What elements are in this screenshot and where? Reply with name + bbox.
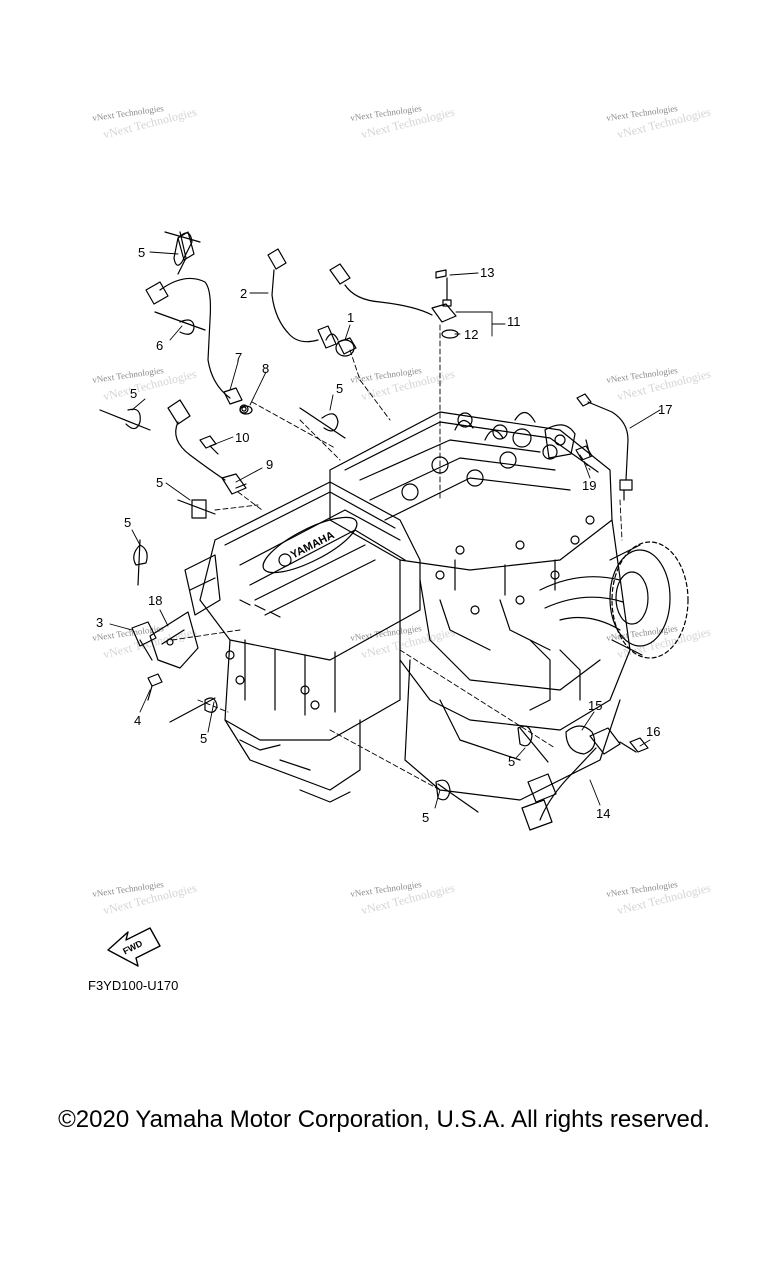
intake-manifold: [184, 481, 421, 803]
callout-18: 18: [148, 593, 162, 608]
part-11-sensor-assembly: [329, 263, 459, 339]
part-3-sensor: [131, 621, 157, 661]
callout-9: 9: [266, 457, 273, 472]
cable-tie: [154, 311, 206, 335]
cable-tie: [177, 499, 216, 519]
cable-tie: [299, 407, 346, 439]
callout-15: 15: [588, 698, 602, 713]
part-2-sensor-lead: [267, 248, 339, 349]
callout-14: 14: [596, 806, 610, 821]
callout-10: 10: [235, 430, 249, 445]
callout-6: 6: [156, 338, 163, 353]
callout-17: 17: [658, 402, 672, 417]
part-10-bolt: [199, 435, 219, 455]
callout-5: 5: [138, 245, 145, 260]
callout-5: 5: [156, 475, 163, 490]
callout-5: 5: [200, 731, 207, 746]
part-4-bolt: [147, 673, 163, 701]
part-15-o-ring: [565, 725, 596, 755]
callout-leaders: [109, 251, 661, 809]
callout-7: 7: [235, 350, 242, 365]
copyright-notice: ©2020 Yamaha Motor Corporation, U.S.A. A…: [58, 1106, 710, 1133]
callout-5: 5: [508, 754, 515, 769]
part-1-sensor: [335, 337, 357, 357]
callout-8: 8: [262, 361, 269, 376]
callout-5: 5: [336, 381, 343, 396]
callout-4: 4: [134, 713, 141, 728]
callout-11: 11: [507, 314, 521, 329]
callout-3: 3: [96, 615, 103, 630]
callout-labels: 1 2 3 4 5 5 5 5 5 5 5 5 6 7 8 9 10 11 12…: [96, 245, 672, 825]
callout-1: 1: [347, 310, 354, 325]
leader-lines: [171, 324, 623, 791]
callout-2: 2: [240, 286, 247, 301]
fwd-arrow-icon: [107, 927, 161, 967]
callout-19: 19: [582, 478, 596, 493]
callout-5: 5: [124, 515, 131, 530]
part-18-bracket: [149, 611, 199, 669]
callout-5: 5: [422, 810, 429, 825]
callout-5: 5: [130, 386, 137, 401]
part-14-sensor-lead: [521, 727, 621, 831]
part-8-washer: [239, 405, 253, 415]
part-7-sensor-lead: [145, 231, 249, 414]
cable-tie: [517, 725, 549, 763]
cable-tie: [164, 231, 201, 266]
fwd-label: FWD: [121, 938, 144, 956]
part-19-bolt: [575, 439, 593, 461]
callout-16: 16: [646, 724, 660, 739]
cable-tie: [133, 539, 148, 586]
part-16-bolt: [619, 737, 649, 753]
engine-block: [329, 411, 689, 801]
cable-tie: [169, 697, 218, 723]
drawing-code: F3YD100-U170: [88, 978, 179, 993]
part-17-sensor-lead: [576, 393, 633, 501]
callout-12: 12: [464, 327, 478, 342]
cable-tie: [435, 779, 479, 813]
cable-tie: [99, 408, 151, 431]
callout-13: 13: [480, 265, 494, 280]
part-9-sensor-lead: [167, 399, 247, 495]
